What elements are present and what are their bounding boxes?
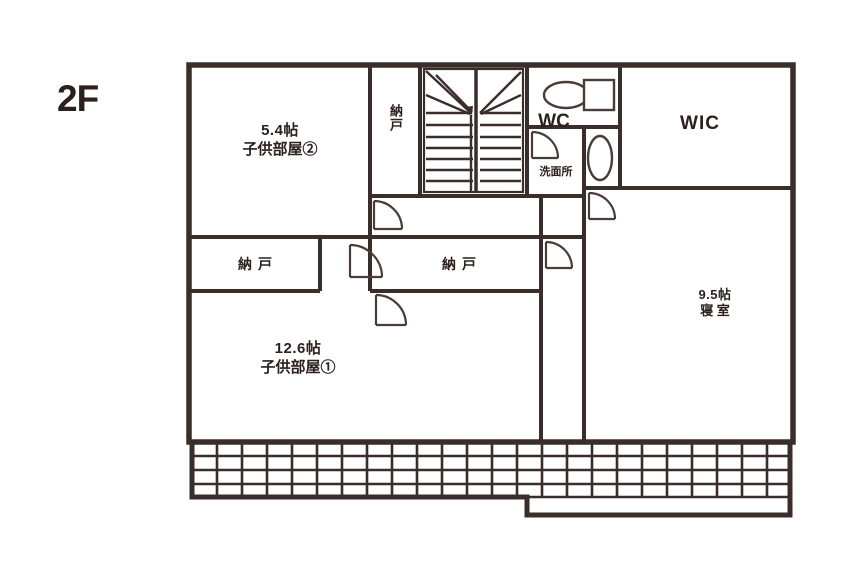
door-washroom — [530, 130, 560, 160]
interior-walls — [189, 65, 793, 442]
door-storage-left — [348, 243, 384, 279]
door-children-room-2 — [372, 199, 404, 231]
door-bedroom — [587, 191, 617, 221]
door-storage-middle — [374, 293, 408, 327]
staircase — [422, 67, 525, 194]
door-hallway — [544, 240, 574, 270]
toilet-fixture — [542, 78, 616, 112]
washbasin-fixture — [586, 134, 614, 182]
doors — [348, 130, 617, 327]
balcony-deck — [189, 442, 793, 518]
floor-label: 2F — [57, 78, 99, 119]
building-outline — [186, 62, 796, 445]
